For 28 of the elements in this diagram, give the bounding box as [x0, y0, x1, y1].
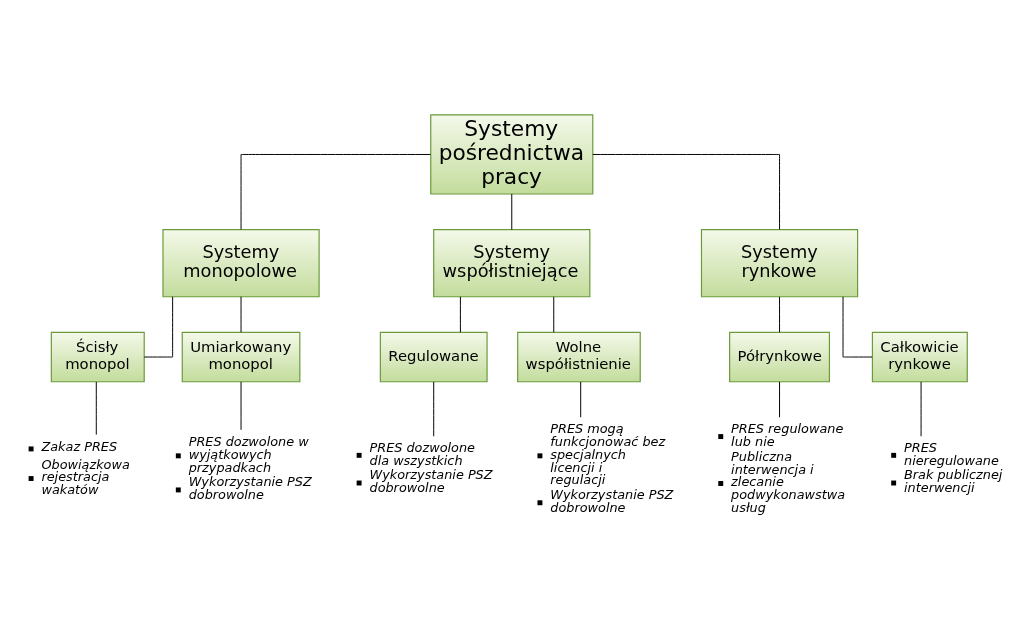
node-text: PRES mogą funkcjonować bez specjalnych licencji i regulacji Wykorzystanie PSZ dobrowolne	[550, 420, 674, 515]
node-box: Systemy współistniejące	[433, 228, 591, 297]
node-box: Wolne współistnienie	[517, 331, 641, 382]
connector	[511, 193, 513, 230]
node-box: Ścisły monopol	[50, 331, 145, 382]
node-box: Całkowicie rynkowe	[871, 331, 968, 382]
node-box: Półrynkowe	[729, 331, 831, 382]
node-text: PRES regulowane lub nie Publiczna interwencja i zlecanie podwykonawstwa usług	[731, 420, 846, 515]
connector	[95, 380, 97, 435]
node-box: Systemy rynkowe	[700, 228, 859, 297]
connector	[240, 153, 432, 230]
connector	[553, 295, 555, 333]
connector	[779, 380, 781, 418]
connector	[592, 153, 781, 230]
node-box: Regulowane	[379, 331, 488, 382]
node-text: Zakaz PRES Obowiązkowa rejestracja wakatów	[41, 438, 130, 497]
node-text: PRES dozwolone dla wszystkich Wykorzystanie PSZ dobrowolne	[369, 439, 493, 495]
connector	[433, 380, 435, 437]
node-box: Umiarkowany monopol	[181, 331, 301, 382]
node-text: PRES dozwolone w wyjątkowych przypadkach Wykorzystanie PSZ dobrowolne	[188, 433, 312, 502]
connector	[779, 295, 781, 333]
connector	[459, 295, 461, 333]
connector	[842, 295, 873, 358]
node-box: Systemy pośrednictwa pracy	[430, 113, 594, 195]
connector	[580, 380, 582, 418]
node-box: Systemy monopolowe	[162, 228, 320, 297]
connector	[143, 295, 174, 358]
node-text: PRES nieregulowane Brak publicznej interwencji	[904, 439, 1003, 495]
